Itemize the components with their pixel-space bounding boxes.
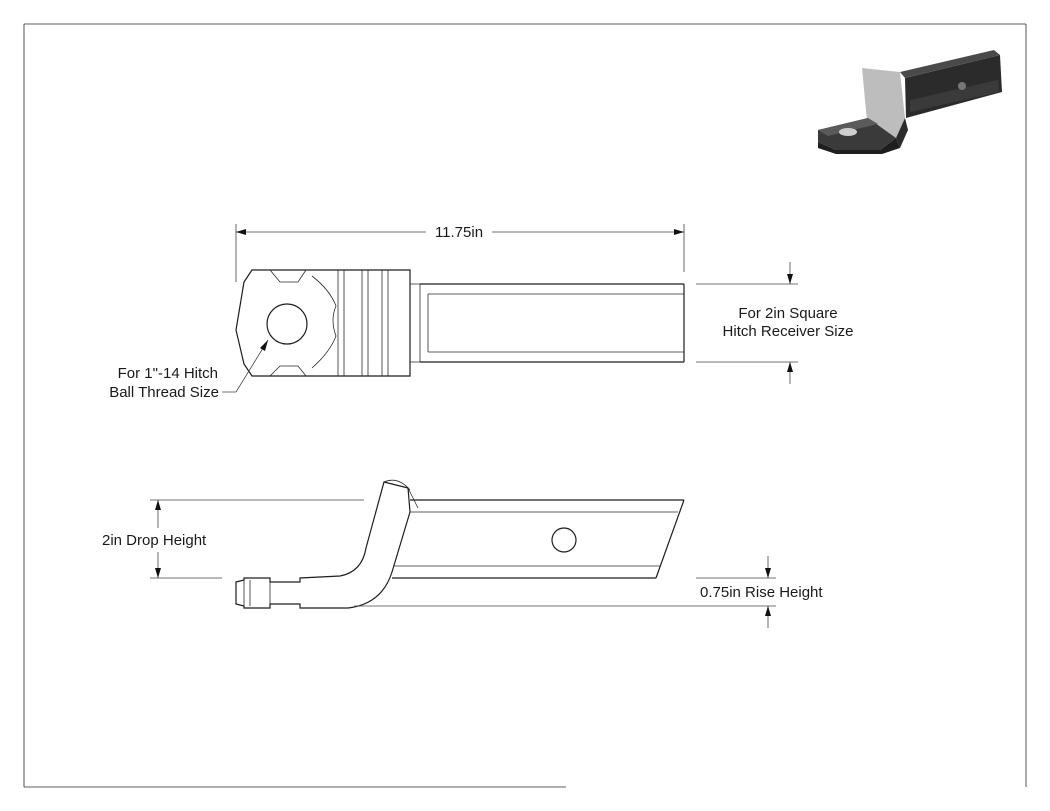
receiver-size-label-line1: For 2in Square: [738, 305, 837, 322]
drawing-border: [23, 23, 1027, 788]
ball-thread-hole: [266, 303, 308, 345]
side-view: [235, 479, 685, 609]
top-view: [235, 269, 685, 377]
overall-length-label: 11.75in: [435, 224, 483, 241]
receiver-size-label-line2: Hitch Receiver Size: [723, 323, 854, 340]
overall-length-dimension: 11.75in: [235, 224, 685, 282]
drop-height-label: 2in Drop Height: [102, 532, 207, 549]
ball-thread-label-line1: For 1"-14 Hitch: [118, 365, 218, 382]
drop-height-dimension: 2in Drop Height: [102, 499, 364, 579]
pin-hole: [551, 527, 577, 553]
rise-height-dimension: 0.75in Rise Height: [354, 556, 823, 628]
receiver-size-dimension: For 2in Square Hitch Receiver Size: [696, 262, 853, 384]
ball-thread-callout: For 1"-14 Hitch Ball Thread Size: [109, 339, 269, 401]
isometric-preview: [818, 50, 1002, 154]
rise-height-label: 0.75in Rise Height: [700, 584, 823, 601]
ball-thread-label-line2: Ball Thread Size: [109, 384, 219, 401]
